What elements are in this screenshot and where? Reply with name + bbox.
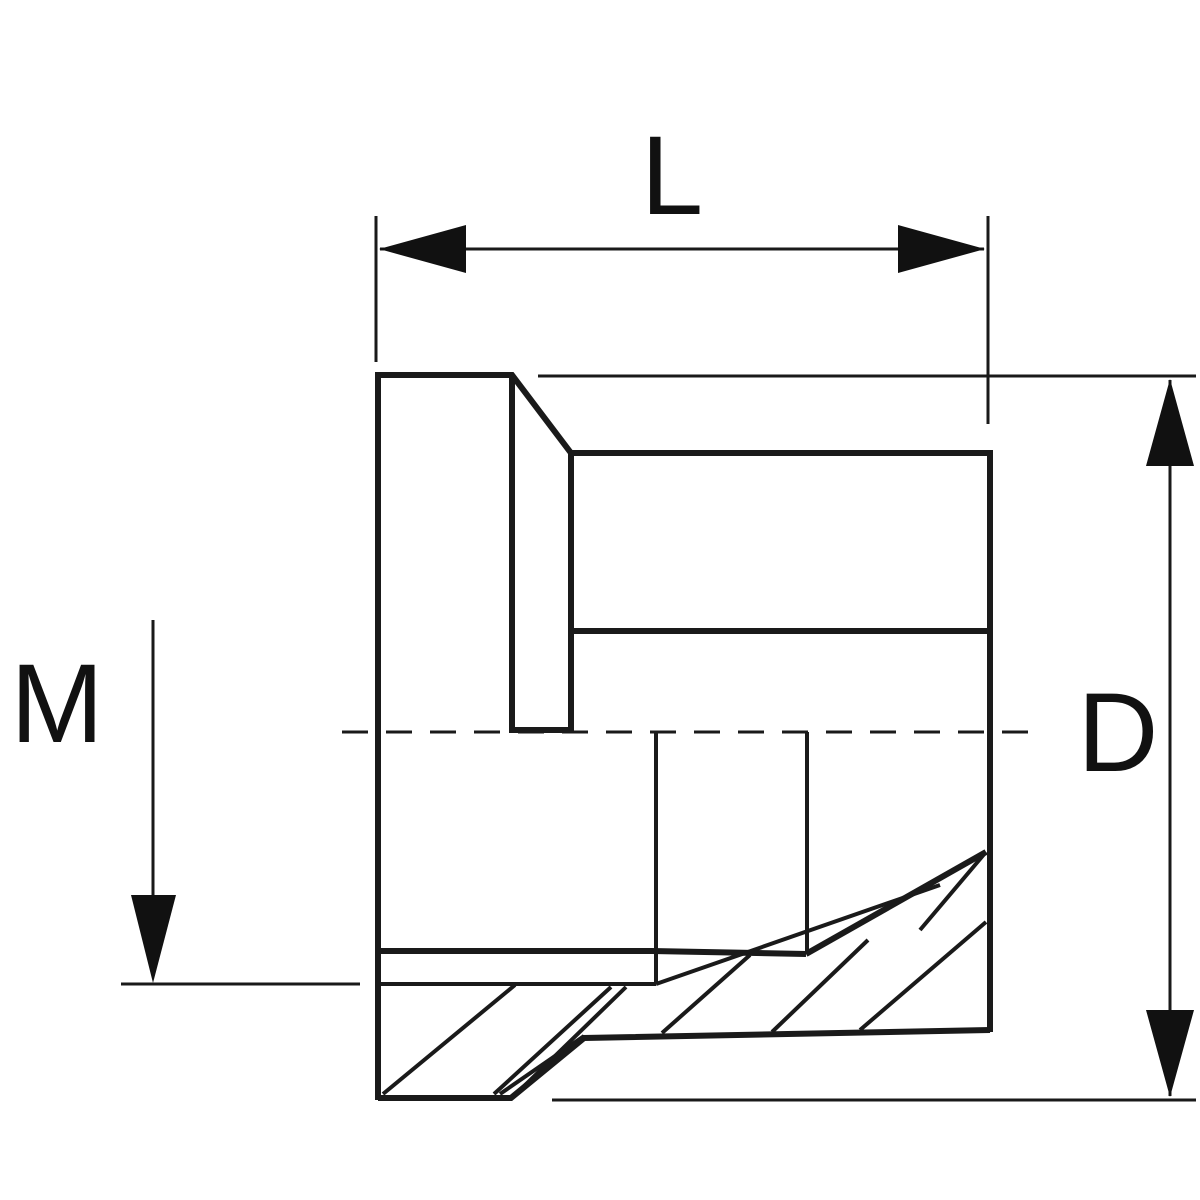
l-arrow-left	[379, 225, 466, 273]
hatch-line	[858, 920, 988, 1032]
flange-top-profile	[375, 372, 992, 456]
thread-upper-shelf	[378, 948, 807, 957]
hatch-line	[918, 850, 988, 932]
thread-hatching	[381, 850, 988, 1096]
m-arrow	[131, 895, 176, 983]
taper-upper-edge	[804, 849, 988, 957]
hatch-line	[660, 953, 752, 1035]
d-arrow-top	[1146, 379, 1194, 466]
thread-root-taper	[655, 883, 941, 986]
fitting-body	[375, 372, 993, 1101]
bottom-profile	[378, 1027, 991, 1101]
l-arrow-right	[898, 225, 985, 273]
hatch-line	[770, 938, 870, 1034]
d-arrow-bottom	[1146, 1010, 1194, 1097]
dimension-l: L	[374, 113, 990, 424]
l-label: L	[641, 113, 703, 238]
hatch-line	[381, 983, 517, 1096]
dimension-m: M	[10, 620, 360, 986]
m-label: M	[10, 641, 103, 766]
hatch-line	[518, 985, 628, 1092]
d-label: D	[1078, 670, 1159, 795]
hatch-line	[492, 985, 613, 1096]
thread-root-left	[498, 1034, 586, 1096]
dimension-d: D	[538, 374, 1196, 1102]
